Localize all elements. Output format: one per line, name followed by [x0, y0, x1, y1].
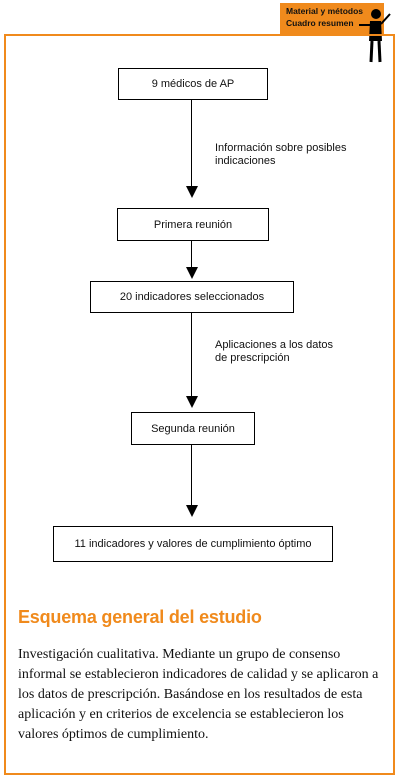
annotation-line: indicaciones: [215, 155, 276, 167]
step-label: Segunda reunión: [151, 422, 235, 435]
annotation-line: Información sobre posibles: [215, 142, 347, 154]
content-frame: [4, 34, 395, 775]
connector-line: [191, 99, 192, 187]
arrow-down-icon: [186, 396, 198, 408]
annotation-applications: Aplicaciones a los datos de prescripción: [215, 339, 333, 365]
step-box-second-meeting: Segunda reunión: [131, 412, 255, 445]
summary-paragraph: Investigación cualitativa. Mediante un g…: [18, 647, 379, 742]
step-box-final-indicators: 11 indicadores y valores de cumplimiento…: [53, 526, 333, 562]
annotation-line: de prescripción: [215, 352, 290, 364]
step-label: Primera reunión: [153, 218, 233, 231]
section-title: Esquema general del estudio: [18, 607, 262, 627]
section-tab: Material y métodos Cuadro resumen: [280, 3, 384, 34]
connector-line: [191, 312, 192, 397]
connector-line: [191, 240, 192, 268]
connector-line: [191, 444, 192, 506]
arrow-down-icon: [186, 505, 198, 517]
section-tab-line2: Cuadro resumen: [286, 18, 354, 28]
step-label: 9 médicos de AP: [151, 78, 235, 90]
section-tab-line1: Material y métodos: [286, 6, 363, 16]
annotation-line: Aplicaciones a los datos: [215, 339, 334, 351]
arrow-down-icon: [186, 267, 198, 279]
annotation-information: Información sobre posibles indicaciones: [215, 142, 346, 168]
arrow-down-icon: [186, 186, 198, 198]
step-box-participants: 9 médicos de AP: [118, 68, 268, 100]
step-box-selected-indicators: 20 indicadores seleccionados: [90, 281, 294, 313]
step-label: 11 indicadores y valores de cumplimiento…: [74, 538, 312, 550]
presenter-with-pointer-icon: [359, 9, 391, 63]
step-box-first-meeting: Primera reunión: [117, 208, 269, 241]
step-label: 20 indicadores seleccionados: [119, 291, 265, 303]
